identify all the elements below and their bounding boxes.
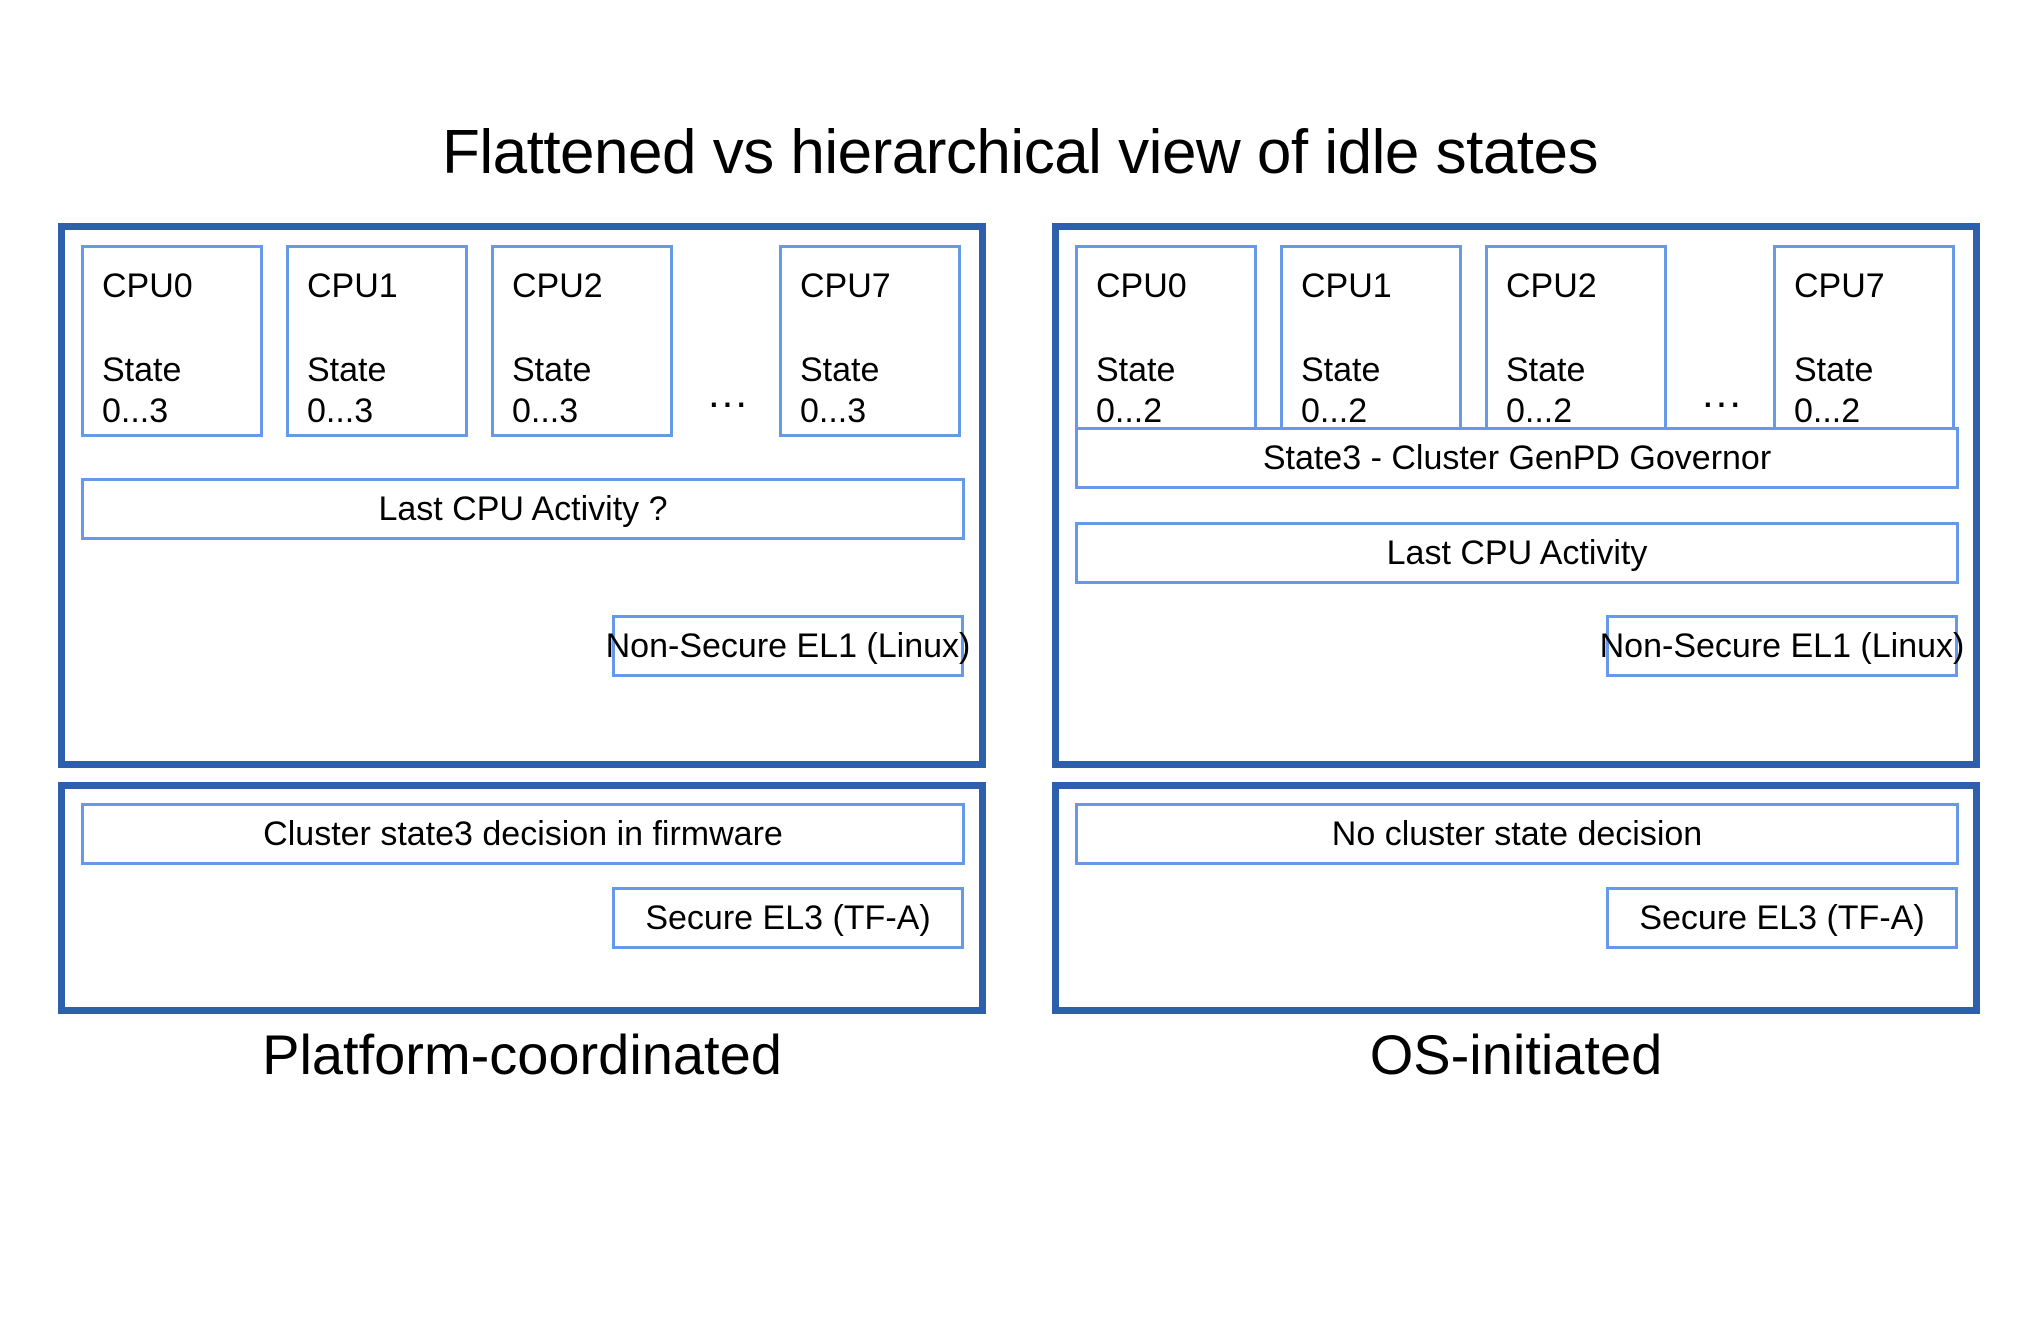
exception-level-badge-secure-el3-left: Secure EL3 (TF-A) <box>612 887 964 949</box>
cpu-state-range: 0...3 <box>512 392 579 430</box>
cpu-state-label: State <box>1794 351 1874 389</box>
cpu-state-label: State <box>800 351 880 389</box>
cluster-genpd-governor-bar-right: State3 - Cluster GenPD Governor <box>1075 427 1959 489</box>
page-title: Flattened vs hierarchical view of idle s… <box>441 118 1599 187</box>
firmware-panel-left: Cluster state3 decision in firmware Secu… <box>58 782 986 1014</box>
firmware-panel-right: No cluster state decision Secure EL3 (TF… <box>1052 782 1980 1014</box>
cpu-ellipsis-left: ... <box>708 369 750 416</box>
last-cpu-activity-bar-right: Last CPU Activity <box>1075 522 1959 584</box>
cpu-state-range: 0...2 <box>1794 392 1861 430</box>
cpu-state: State 0...2 <box>1096 350 1175 432</box>
cpu-box-cpu2-left: CPU2 State 0...3 <box>491 245 673 437</box>
exception-level-badge-nonsecure-el1-left: Non-Secure EL1 (Linux) <box>606 615 970 677</box>
cpu-state: State 0...2 <box>1301 350 1380 432</box>
cpu-box-cpu0-right: CPU0 State 0...2 <box>1075 245 1257 437</box>
cpu-state-label: State <box>307 351 387 389</box>
cpu-state-range: 0...3 <box>800 392 867 430</box>
cpu-label: CPU1 <box>1301 267 1392 305</box>
cpu-box-cpu1-left: CPU1 State 0...3 <box>286 245 468 437</box>
cpu-state: State 0...3 <box>800 350 879 432</box>
cpu-box-cpu1-right: CPU1 State 0...2 <box>1280 245 1462 437</box>
cpu-state-range: 0...3 <box>102 392 169 430</box>
cpu-state-range: 0...3 <box>307 392 374 430</box>
cpu-label: CPU0 <box>102 267 193 305</box>
cpu-label: CPU1 <box>307 267 398 305</box>
cpu-box-cpu0-left: CPU0 State 0...3 <box>81 245 263 437</box>
cpu-state-label: State <box>512 351 592 389</box>
cluster-decision-bar-left: Cluster state3 decision in firmware <box>81 803 965 865</box>
cpu-state-range: 0...2 <box>1506 392 1573 430</box>
cpu-state: State 0...3 <box>102 350 181 432</box>
exception-level-badge-secure-el3-right: Secure EL3 (TF-A) <box>1606 887 1958 949</box>
os-panel-right: CPU0 State 0...2 CPU1 State 0...2 CPU2 S… <box>1052 223 1980 768</box>
exception-level-badge-nonsecure-el1-right: Non-Secure EL1 (Linux) <box>1600 615 1964 677</box>
cpu-state: State 0...3 <box>512 350 591 432</box>
cpu-state: State 0...3 <box>307 350 386 432</box>
cpu-state-label: State <box>1506 351 1586 389</box>
cpu-state-label: State <box>1096 351 1176 389</box>
cpu-state: State 0...2 <box>1794 350 1873 432</box>
last-cpu-activity-bar-left: Last CPU Activity ? <box>81 478 965 540</box>
column-platform-coordinated: CPU0 State 0...3 CPU1 State 0...3 CPU2 S… <box>58 0 986 1320</box>
cpu-box-cpu7-left: CPU7 State 0...3 <box>779 245 961 437</box>
cpu-state-range: 0...2 <box>1301 392 1368 430</box>
column-caption-platform-coordinated: Platform-coordinated <box>262 1023 782 1086</box>
cpu-box-cpu2-right: CPU2 State 0...2 <box>1485 245 1667 437</box>
column-os-initiated: CPU0 State 0...2 CPU1 State 0...2 CPU2 S… <box>1052 0 1980 1320</box>
cpu-label: CPU7 <box>1794 267 1885 305</box>
os-panel-left: CPU0 State 0...3 CPU1 State 0...3 CPU2 S… <box>58 223 986 768</box>
cpu-label: CPU7 <box>800 267 891 305</box>
column-caption-os-initiated: OS-initiated <box>1369 1023 1663 1086</box>
cluster-decision-bar-right: No cluster state decision <box>1075 803 1959 865</box>
cpu-state-label: State <box>102 351 182 389</box>
cpu-ellipsis-right: ... <box>1702 369 1744 416</box>
cpu-box-cpu7-right: CPU7 State 0...2 <box>1773 245 1955 437</box>
cpu-state-label: State <box>1301 351 1381 389</box>
cpu-state-range: 0...2 <box>1096 392 1163 430</box>
cpu-label: CPU2 <box>1506 267 1597 305</box>
cpu-label: CPU0 <box>1096 267 1187 305</box>
cpu-state: State 0...2 <box>1506 350 1585 432</box>
cpu-label: CPU2 <box>512 267 603 305</box>
